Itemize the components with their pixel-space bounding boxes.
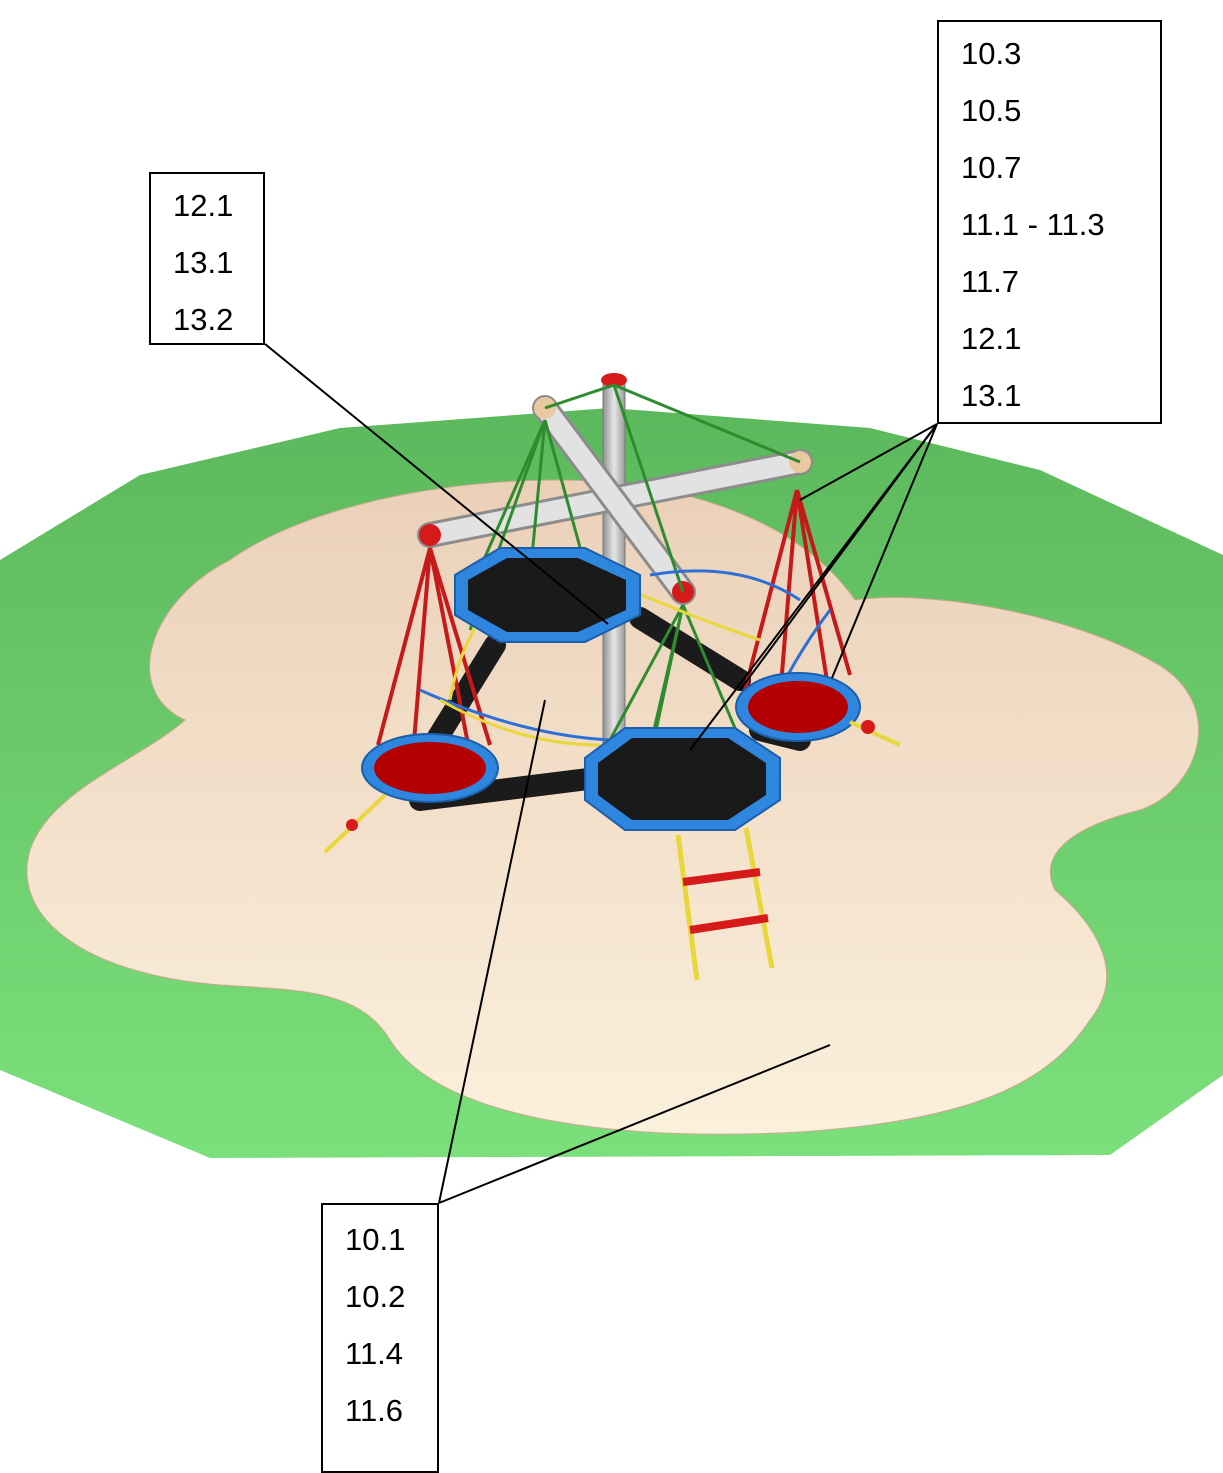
callout-box-bottom: 10.1 10.2 11.4 11.6 <box>321 1203 439 1473</box>
callout-ref: 13.1 <box>961 378 1022 413</box>
callout-box-left: 12.1 13.1 13.2 <box>149 172 265 345</box>
callout-ref: 10.7 <box>961 150 1022 185</box>
rope-ladder <box>675 827 775 981</box>
callout-ref: 10.1 <box>345 1222 406 1257</box>
leader-lines <box>264 343 938 1204</box>
callout-ref: 11.7 <box>961 264 1020 299</box>
black-seat-front <box>584 727 781 831</box>
callout-ref: 12.1 <box>173 188 234 223</box>
callout-ref: 11.4 <box>345 1336 404 1371</box>
callout-ref: 12.1 <box>961 321 1022 356</box>
rope-ends <box>323 720 901 854</box>
callout-ref: 13.1 <box>173 245 234 280</box>
callout-ref: 10.5 <box>961 93 1022 128</box>
callout-ref: 10.2 <box>345 1279 406 1314</box>
callout-ref: 10.3 <box>961 36 1022 71</box>
black-seat-back <box>454 547 641 643</box>
red-seat-left <box>361 733 499 803</box>
cross-arms <box>417 395 813 605</box>
red-seat-right <box>735 672 861 742</box>
callout-ref: 13.2 <box>173 302 234 337</box>
callout-ref: 11.6 <box>345 1393 404 1428</box>
callout-box-right: 10.3 10.5 10.7 11.1 - 11.3 11.7 12.1 13.… <box>937 20 1162 424</box>
callout-ref: 11.1 - 11.3 <box>961 207 1105 242</box>
